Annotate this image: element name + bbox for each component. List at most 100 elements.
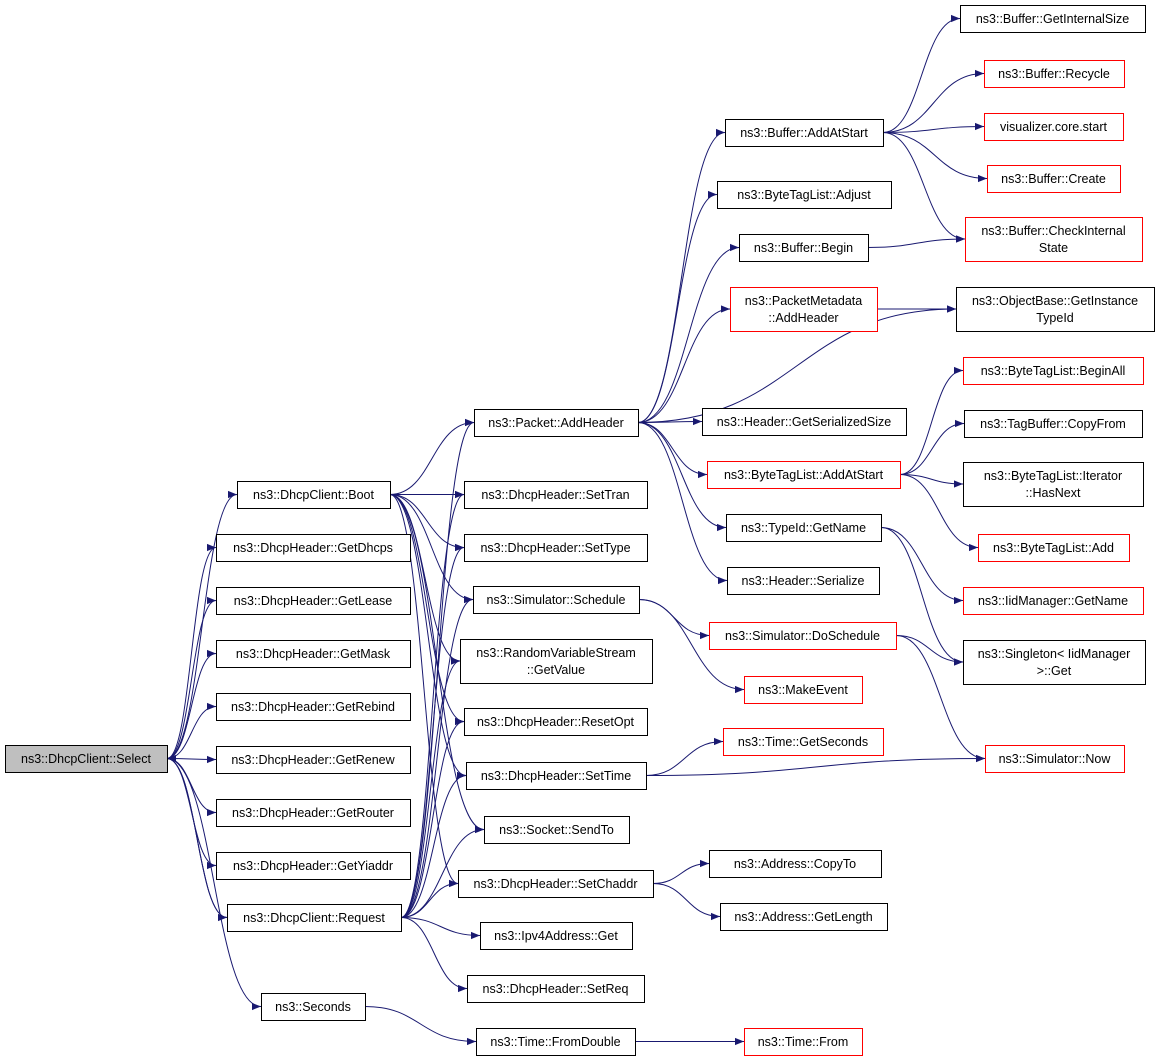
node-label: ns3::Header::Serialize	[742, 574, 865, 588]
node-beginall[interactable]: ns3::ByteTagList::BeginAll	[963, 357, 1144, 385]
edge-seconds-to-fromdouble	[364, 1006, 477, 1046]
edge-settime-to-simnow	[645, 754, 986, 776]
edge-typeidname-to-iidgetname	[880, 527, 964, 605]
node-getyiaddr[interactable]: ns3::DhcpHeader::GetYiaddr	[216, 852, 411, 880]
node-btladdatstart[interactable]: ns3::ByteTagList::AddAtStart	[707, 461, 901, 489]
edge-boot-to-addheader	[389, 418, 475, 495]
node-box	[963, 462, 1144, 507]
node-label: ns3::DhcpClient::Request	[243, 911, 385, 925]
node-getseconds[interactable]: ns3::Time::GetSeconds	[723, 728, 884, 756]
node-pmaddheader[interactable]: ns3::PacketMetadata::AddHeader	[730, 287, 878, 332]
node-box	[464, 481, 648, 509]
node-label: ns3::DhcpClient::Select	[21, 752, 151, 766]
node-simnow[interactable]: ns3::Simulator::Now	[985, 745, 1125, 773]
node-recycle[interactable]: ns3::Buffer::Recycle	[984, 60, 1125, 88]
node-iterhasnext[interactable]: ns3::ByteTagList::Iterator::HasNext	[963, 462, 1144, 507]
node-box	[216, 746, 411, 774]
edge-select-to-getlease	[166, 596, 217, 759]
node-sendto[interactable]: ns3::Socket::SendTo	[484, 816, 630, 844]
edge-addatstart-to-bufcreate	[882, 132, 988, 183]
node-copyto[interactable]: ns3::Address::CopyTo	[709, 850, 882, 878]
node-getlease[interactable]: ns3::DhcpHeader::GetLease	[216, 587, 411, 615]
node-box	[964, 410, 1143, 438]
edge-doschedule-to-simnow	[895, 635, 986, 763]
node-label: ns3::DhcpHeader::GetRouter	[232, 806, 394, 820]
node-label: ns3::ByteTagList::Add	[993, 541, 1114, 555]
node-singletonget[interactable]: ns3::Singleton< IidManager >::Get	[963, 640, 1146, 685]
edge-request-to-select	[166, 754, 228, 918]
node-getinternalsize[interactable]: ns3::Buffer::GetInternalSize	[960, 5, 1146, 33]
edge-boot-to-sendto	[389, 494, 485, 834]
node-setreq[interactable]: ns3::DhcpHeader::SetReq	[467, 975, 645, 1003]
node-label: ns3::DhcpHeader::GetMask	[236, 647, 391, 661]
node-seconds[interactable]: ns3::Seconds	[261, 993, 366, 1021]
node-copyfrom[interactable]: ns3::TagBuffer::CopyFrom	[964, 410, 1143, 438]
edge-request-to-sendto	[400, 825, 485, 918]
edge-settime-to-getseconds	[645, 737, 724, 776]
node-box	[709, 850, 882, 878]
node-boot[interactable]: ns3::DhcpClient::Boot	[237, 481, 391, 509]
node-btladjust[interactable]: ns3::ByteTagList::Adjust	[717, 181, 892, 209]
node-label: ns3::Address::CopyTo	[734, 857, 856, 871]
node-settime[interactable]: ns3::DhcpHeader::SetTime	[466, 762, 647, 790]
node-addatstart[interactable]: ns3::Buffer::AddAtStart	[725, 119, 884, 147]
node-doschedule[interactable]: ns3::Simulator::DoSchedule	[709, 622, 897, 650]
node-getlength[interactable]: ns3::Address::GetLength	[720, 903, 888, 931]
node-box	[730, 287, 878, 332]
node-hdrserialize[interactable]: ns3::Header::Serialize	[727, 567, 880, 595]
node-label: ns3::Header::GetSerializedSize	[717, 415, 891, 429]
node-box	[963, 357, 1144, 385]
edge-select-to-boot	[166, 490, 238, 759]
node-select[interactable]: ns3::DhcpClient::Select	[5, 745, 168, 773]
node-bufbegin[interactable]: ns3::Buffer::Begin	[739, 234, 869, 262]
node-box	[725, 119, 884, 147]
node-getrenew[interactable]: ns3::DhcpHeader::GetRenew	[216, 746, 411, 774]
node-typeidname[interactable]: ns3::TypeId::GetName	[726, 514, 882, 542]
edge-btladdatstart-to-iterhasnext	[899, 474, 964, 488]
node-label: ns3::Packet::AddHeader	[488, 416, 624, 430]
node-iidgetname[interactable]: ns3::IidManager::GetName	[963, 587, 1144, 615]
node-label: ns3::DhcpHeader::GetRenew	[231, 753, 395, 767]
node-label: ns3::ObjectBase::GetInstance	[972, 294, 1138, 308]
node-resetopt[interactable]: ns3::DhcpHeader::ResetOpt	[464, 708, 648, 736]
node-getrebind[interactable]: ns3::DhcpHeader::GetRebind	[216, 693, 411, 721]
node-box	[216, 534, 411, 562]
node-setchaddr[interactable]: ns3::DhcpHeader::SetChaddr	[458, 870, 654, 898]
edge-request-to-rvsget	[400, 657, 461, 918]
node-getserialsize[interactable]: ns3::Header::GetSerializedSize	[702, 408, 907, 436]
edge-addheader-to-typeidname	[637, 422, 727, 532]
edge-request-to-setchaddr	[400, 879, 459, 918]
node-label: ns3::Buffer::GetInternalSize	[976, 12, 1129, 26]
node-label: ::HasNext	[1026, 486, 1081, 500]
node-box	[460, 639, 653, 684]
node-fromdouble[interactable]: ns3::Time::FromDouble	[476, 1028, 636, 1056]
node-box	[723, 728, 884, 756]
node-settype[interactable]: ns3::DhcpHeader::SetType	[464, 534, 648, 562]
node-ipv4get[interactable]: ns3::Ipv4Address::Get	[480, 922, 633, 950]
node-getmask[interactable]: ns3::DhcpHeader::GetMask	[216, 640, 411, 668]
node-label: ns3::ByteTagList::BeginAll	[981, 364, 1126, 378]
node-btladd[interactable]: ns3::ByteTagList::Add	[978, 534, 1130, 562]
node-label: ns3::Time::FromDouble	[490, 1035, 620, 1049]
edge-boot-to-resetopt	[389, 494, 465, 726]
node-request[interactable]: ns3::DhcpClient::Request	[227, 904, 402, 932]
node-vizstart[interactable]: visualizer.core.start	[984, 113, 1124, 141]
node-timefrom[interactable]: ns3::Time::From	[744, 1028, 863, 1056]
node-bufcreate[interactable]: ns3::Buffer::Create	[987, 165, 1121, 193]
node-getdhcps[interactable]: ns3::DhcpHeader::GetDhcps	[216, 534, 411, 562]
node-box	[484, 816, 630, 844]
node-schedule[interactable]: ns3::Simulator::Schedule	[473, 586, 640, 614]
node-box	[984, 113, 1124, 141]
node-label: ns3::DhcpClient::Boot	[253, 488, 374, 502]
node-settran[interactable]: ns3::DhcpHeader::SetTran	[464, 481, 648, 509]
edge-select-to-getrenew	[166, 755, 217, 764]
node-rvsget[interactable]: ns3::RandomVariableStream::GetValue	[460, 639, 653, 684]
node-addheader[interactable]: ns3::Packet::AddHeader	[474, 409, 639, 437]
node-makeevent[interactable]: ns3::MakeEvent	[744, 676, 863, 704]
node-box	[720, 903, 888, 931]
node-getrouter[interactable]: ns3::DhcpHeader::GetRouter	[216, 799, 411, 827]
node-label: ns3::Ipv4Address::Get	[494, 929, 618, 943]
